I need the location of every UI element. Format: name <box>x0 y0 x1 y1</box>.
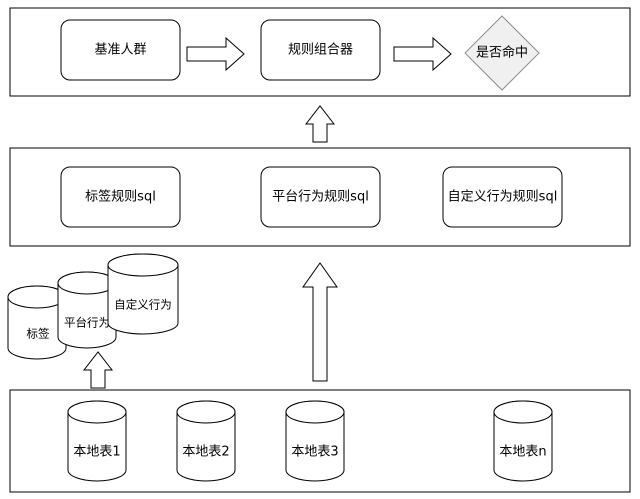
local-table-2-cylinder: 本地表2 <box>176 400 236 482</box>
base-group-node: 基准人群 <box>60 19 181 81</box>
local-table-1-label: 本地表1 <box>73 445 120 460</box>
arrow-table1-to-stores <box>82 351 114 389</box>
platform-behavior-rule-sql-label: 平台行为规则sql <box>272 190 369 205</box>
tag-rule-sql-label: 标签规则sql <box>85 189 156 205</box>
platform-behavior-store-label: 平台行为 <box>64 316 110 330</box>
local-table-n-label: 本地表n <box>499 445 546 460</box>
platform-behavior-store-cylinder: 平台行为 <box>57 271 117 349</box>
custom-behavior-store-cylinder: 自定义行为 <box>107 253 179 335</box>
tag-store-label: 标签 <box>27 327 50 341</box>
rule-combiner-label: 规则组合器 <box>288 43 353 58</box>
tag-rule-sql-node: 标签规则sql <box>60 166 181 228</box>
hit-decision-node: 是否命中 <box>464 15 540 91</box>
tag-store-cylinder: 标签 <box>7 285 67 360</box>
rule-combiner-node: 规则组合器 <box>260 19 381 81</box>
local-table-3-label: 本地表3 <box>291 445 338 460</box>
arrow-combiner-to-decision <box>393 36 452 72</box>
custom-behavior-store-label: 自定义行为 <box>114 298 172 312</box>
local-table-3-cylinder: 本地表3 <box>285 400 345 482</box>
custom-behavior-rule-sql-node: 自定义行为规则sql <box>442 166 563 228</box>
arrow-tables-to-platform-rule <box>302 262 338 382</box>
hit-decision-label: 是否命中 <box>476 45 528 61</box>
local-table-1-cylinder: 本地表1 <box>67 400 127 482</box>
custom-behavior-rule-sql-label: 自定义行为规则sql <box>448 190 558 205</box>
base-group-label: 基准人群 <box>94 43 146 58</box>
arrow-middle-to-combiner <box>304 105 336 143</box>
local-table-2-label: 本地表2 <box>182 445 229 460</box>
arrow-base-to-combiner <box>186 36 245 72</box>
platform-behavior-rule-sql-node: 平台行为规则sql <box>260 166 381 228</box>
local-table-n-cylinder: 本地表n <box>493 400 553 482</box>
